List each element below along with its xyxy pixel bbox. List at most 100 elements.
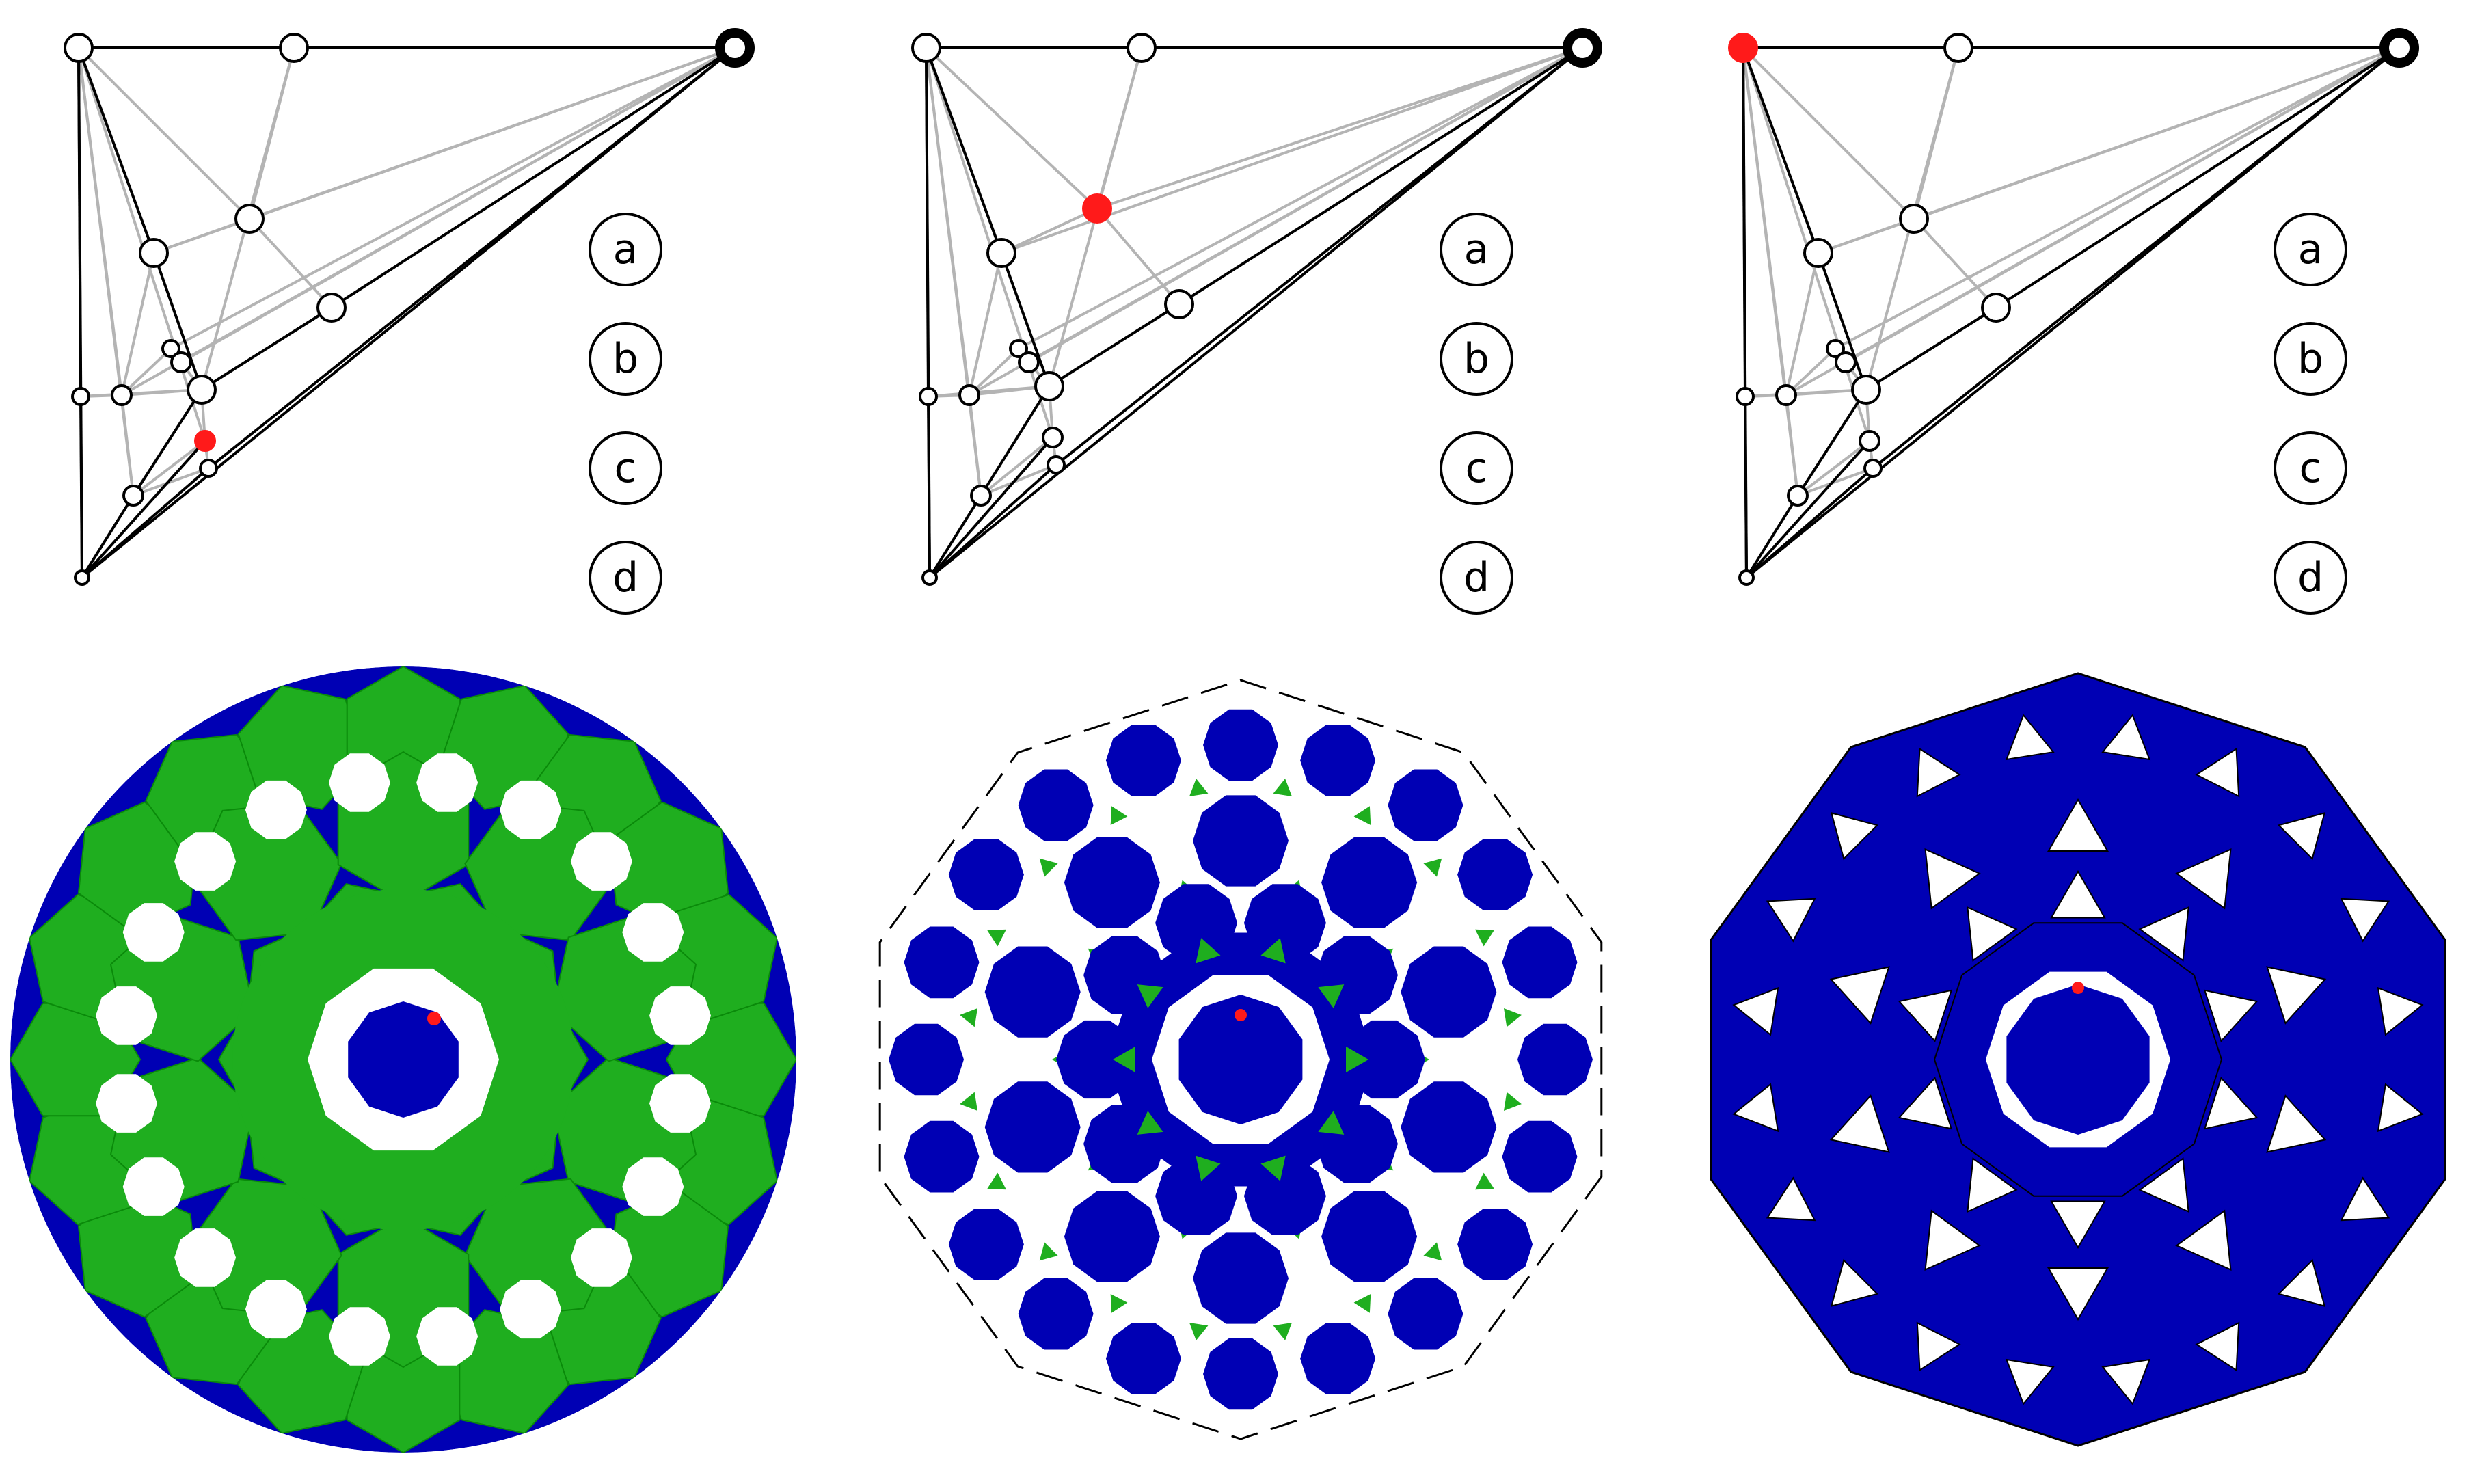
dark-edge [77,47,155,254]
green-triangle [1318,1111,1345,1135]
center-blue-face [348,1001,459,1118]
white-triangle [1967,1157,2018,1213]
blue-decagon [1457,839,1533,910]
white-triangle [2277,811,2326,861]
blue-decagon [1018,1278,1094,1350]
blue-decagon [1203,1338,1278,1410]
white-ring [96,986,157,1045]
white-ring [649,986,711,1045]
mirror-label-b: b [1440,322,1513,396]
node [199,459,218,478]
green-face [608,1187,729,1318]
white-triangle [2138,906,2189,962]
dark-edge [1745,494,1799,579]
dark-edge [927,396,931,578]
dark-edge [1745,440,1871,579]
white-triangle [1732,986,1779,1036]
white-triangle [1967,906,2018,962]
mirror-label-c: c [589,431,662,505]
light-edge [925,46,1098,210]
green-triangle [1260,938,1286,964]
green-face [608,801,729,932]
light-edge [80,388,202,398]
dark-edge [152,252,203,390]
blue-decagon [904,1120,980,1193]
blue-decagon [1193,1232,1289,1324]
dark-edge [132,388,203,497]
light-edge [120,394,135,496]
node [1943,33,1973,63]
dark-edge [81,494,135,579]
white-triangle [2005,714,2055,761]
dark-edge [200,306,333,391]
mirror-label-text: c [1466,444,1488,492]
light-edge [1096,46,1583,210]
node [187,375,217,405]
white-triangle [1830,1258,1879,1308]
white-triangle [1829,966,1890,1025]
white-triangle [1766,1176,1816,1222]
green-triangle [1110,806,1128,825]
white-ring [122,903,185,962]
white-triangle [2195,1321,2240,1372]
node [1775,384,1797,406]
blue-decagon [948,1209,1024,1280]
dark-edge [207,46,736,470]
white-triangle [1924,848,1981,910]
white-triangle [2101,1358,2151,1405]
label-ring [589,322,662,396]
node [1851,375,1881,405]
node [1859,430,1880,452]
vertex-marker [2072,982,2084,994]
node [1787,485,1809,507]
mirror-label-b: b [589,322,662,396]
projection-right [1710,672,2446,1447]
blue-decagon [1388,769,1463,841]
node [1803,238,1833,268]
dark-edge [1865,306,1997,391]
node [919,387,938,406]
light-edge [1018,46,1583,350]
blue-decagon [1300,1323,1376,1394]
node [1034,371,1064,401]
green-triangle [1504,1092,1522,1111]
white-triangle [2050,1200,2106,1249]
white-ring [328,753,390,812]
mirror-label-b: b [2274,322,2347,396]
blue-decagon [1517,1023,1593,1096]
label-ring [589,431,662,505]
node [170,351,192,373]
dark-edge [928,494,982,579]
blue-decagon [1502,926,1578,999]
white-triangle [1732,1083,1779,1133]
white-ring [245,780,307,839]
node [958,384,980,406]
green-triangle [1039,1242,1058,1261]
dark-edge [81,440,206,579]
polytope-projections [10,666,2446,1453]
selected-node [194,430,216,452]
dark-edge [1742,47,1746,397]
white-ring [622,1157,684,1216]
node [234,204,265,234]
green-face [77,1187,198,1318]
green-triangle [1423,1242,1442,1261]
green-triangle [960,1008,977,1027]
blue-decagon [904,926,980,999]
mirror-label-text: d [2297,554,2323,602]
light-edge [1785,394,1799,496]
blue-decagon [889,1023,964,1096]
node [1164,289,1194,319]
green-triangle [1189,779,1209,796]
node [1738,569,1755,586]
blue-decagon [1502,1120,1578,1193]
label-ring [1440,213,1513,286]
white-triangle [1924,1209,1981,1271]
green-triangle [1039,858,1058,877]
blue-decagon [1401,946,1497,1038]
label-ring [2274,322,2347,396]
mirror-label-a: a [2274,213,2347,286]
green-triangle [1196,1155,1221,1181]
dark-edge [1055,46,1584,466]
